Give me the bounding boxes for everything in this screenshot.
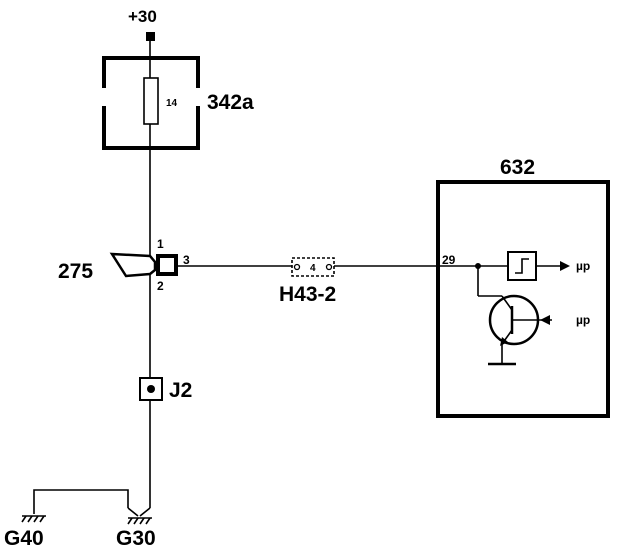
control-unit-pin: 29 [442,253,456,267]
junction-label: J2 [169,379,192,402]
horn-pin1-label: 1 [157,237,164,251]
ground-g30-symbol [127,517,152,525]
horn-label: 275 [58,260,93,283]
transistor-collector [501,295,513,311]
connector-pin: 4 [310,263,316,274]
connector-label: H43-2 [279,283,336,306]
supply-terminal [146,32,155,41]
connector-h43 [291,257,335,277]
output2-label: µp [576,313,590,327]
fuse-number: 14 [166,98,178,109]
ground-g40-symbol [21,515,46,523]
schmitt-symbol [515,258,529,274]
output-arrow-1 [560,261,570,271]
control-unit-box [436,180,610,418]
ground-branch-join [127,507,139,517]
junction-dot [147,385,155,393]
input-arrow-2 [540,315,550,325]
emitter-arrow [500,337,508,346]
ground-right-label: G30 [116,527,156,550]
horn-pin2-label: 2 [157,279,164,293]
control-unit-label: 632 [500,156,535,179]
horn-symbol [109,252,178,278]
ground-branch-wire [33,489,129,514]
fuse-box-label: 342a [207,91,254,114]
supply-label: +30 [128,7,157,26]
ground-left-label: G40 [4,527,44,550]
output1-label: µp [576,259,590,273]
ground-g30-bend [139,507,151,517]
fuse-element [143,77,159,125]
horn-pin3-label: 3 [183,253,190,267]
fuse-box [102,56,200,150]
